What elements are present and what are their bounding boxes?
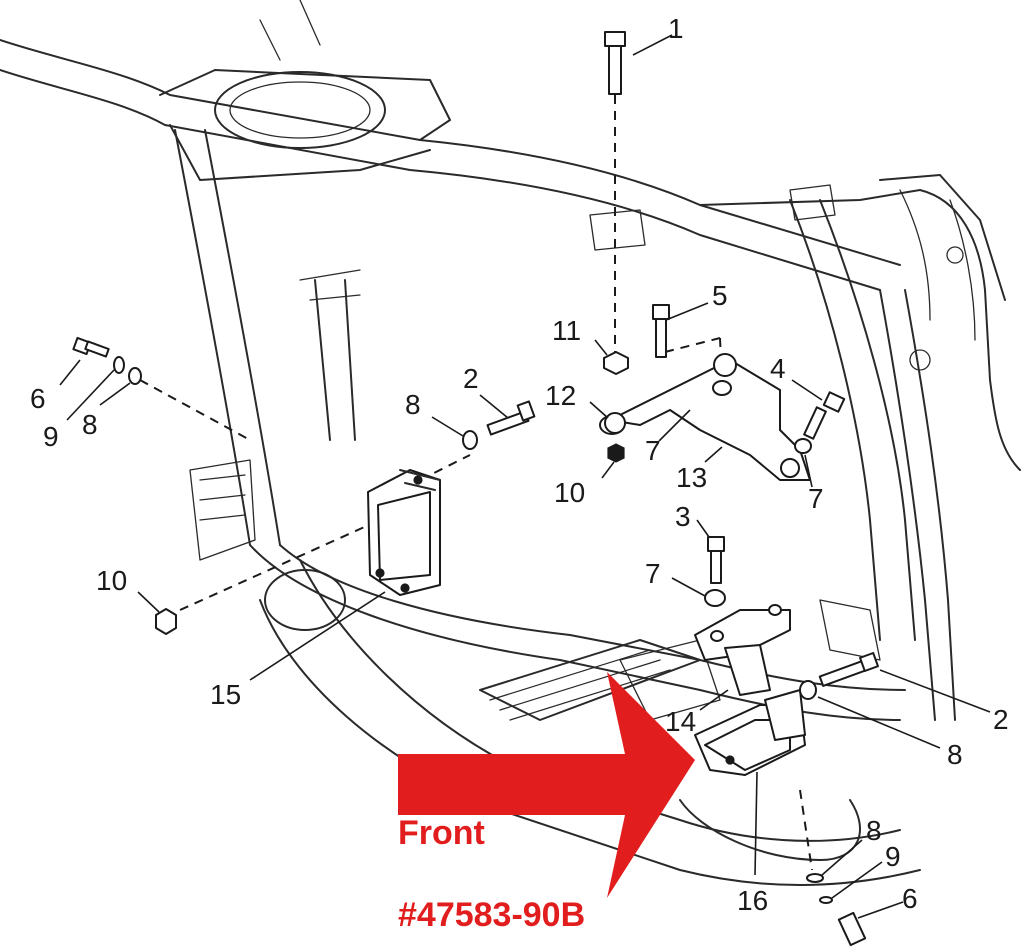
bolt-3-icon (707, 536, 725, 584)
long-bolt-1-icon (604, 31, 626, 95)
front-isolator-16 (694, 689, 806, 776)
bolt-6-bottom-icon (837, 911, 867, 947)
front-direction-annotation: Front #47583-90B (398, 672, 695, 934)
callout-8-mid: 8 (405, 389, 421, 420)
nut-11-icon (603, 351, 629, 375)
washer-8-bottom-icon (806, 873, 824, 883)
washer-7-lower-icon (704, 589, 726, 607)
callout-7-right: 7 (808, 483, 824, 514)
bolt-5-icon (652, 304, 670, 358)
nut-10-upper-icon (607, 443, 625, 463)
callout-3: 3 (675, 501, 691, 532)
callout-9-left: 9 (43, 421, 59, 452)
callout-12: 12 (545, 380, 576, 411)
nut-10-left-icon (155, 608, 177, 635)
callout-1: 1 (668, 13, 684, 44)
callout-2-left: 2 (463, 363, 479, 394)
callout-2-right: 2 (993, 704, 1009, 735)
callout-10-left: 10 (96, 565, 127, 596)
washer-8-right-icon (799, 680, 817, 700)
bolt-2-right-icon (818, 652, 879, 687)
hardware-parts (72, 31, 879, 947)
bolt-6-left-icon (72, 336, 110, 358)
rear-isolator-mount-15 (367, 469, 441, 596)
callout-15: 15 (210, 679, 241, 710)
callout-14: 14 (665, 706, 696, 737)
washer-8-left-icon (128, 367, 142, 385)
callout-9-bottom: 9 (885, 841, 901, 872)
part-number-label: #47583-90B (398, 896, 585, 934)
callout-16: 16 (737, 885, 768, 916)
callout-13: 13 (676, 462, 707, 493)
leader-lines (59, 34, 991, 919)
washer-8-mid-icon (462, 430, 478, 450)
front-label: Front (398, 814, 485, 852)
callout-11: 11 (552, 315, 581, 346)
callout-7-lower: 7 (645, 558, 661, 589)
callout-4: 4 (770, 353, 786, 384)
callout-8-right: 8 (947, 739, 963, 770)
callout-6-bottom: 6 (902, 883, 918, 914)
lockwasher-9-bottom-icon (819, 896, 833, 904)
callout-5: 5 (712, 280, 728, 311)
callout-10-upper: 10 (554, 477, 585, 508)
bolt-4-icon (803, 391, 846, 440)
callout-8-left: 8 (82, 409, 98, 440)
callout-numbers: 1 2 2 3 4 5 6 6 7 7 7 8 8 8 8 9 9 10 10 … (30, 13, 1009, 916)
callout-7-link: 7 (645, 435, 661, 466)
front-mount-bracket-14 (694, 604, 791, 696)
front-arrow-icon (398, 672, 695, 898)
callout-6-left: 6 (30, 383, 46, 414)
lockwasher-9-left-icon (113, 356, 125, 374)
washer-7-right-icon (794, 438, 812, 454)
callout-8-bottom: 8 (866, 815, 882, 846)
motorcycle-frame (0, 0, 1021, 886)
bolt-2-left-icon (486, 400, 536, 436)
